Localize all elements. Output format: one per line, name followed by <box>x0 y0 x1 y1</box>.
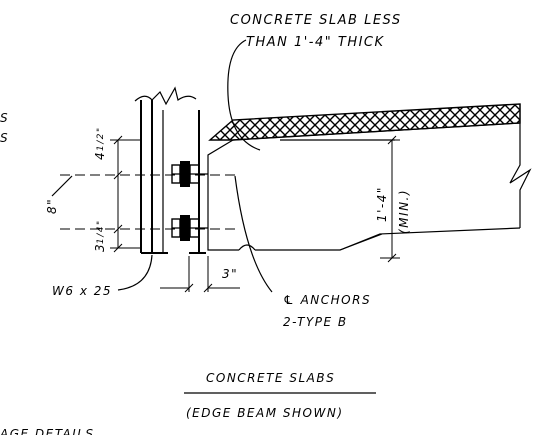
slab-outline <box>207 139 521 251</box>
anchors-label-line1: ℄ ANCHORS <box>283 293 371 307</box>
three-inch-dimension <box>160 256 240 293</box>
beam-label: W6 x 25 <box>52 284 112 298</box>
beam-leader <box>117 254 153 291</box>
partial-left-label-bottom: S <box>0 131 9 145</box>
partial-bottom-label: AGE DETAILS <box>0 427 95 435</box>
slab-note-line2: THAN 1'-4" THICK <box>246 35 385 50</box>
section-title: CONCRETE SLABS <box>206 371 335 385</box>
dim-four-half-frac: 1/2" <box>96 126 106 151</box>
anchors-label-line2: 2-TYPE B <box>283 315 348 329</box>
depth-dimension <box>380 135 400 263</box>
anchor-bolt-lower <box>171 215 208 241</box>
dim-one-four: 1'-4" <box>375 186 389 222</box>
section-subtitle: (EDGE BEAM SHOWN) <box>186 406 344 420</box>
slab-top-edge <box>232 122 521 141</box>
slab-break-line <box>509 104 532 228</box>
dim-three-quarter-whole: 3 <box>93 243 107 252</box>
dim-min: (MIN.) <box>397 189 411 234</box>
slab-note-line1: CONCRETE SLAB LESS <box>230 13 402 28</box>
edge-beam <box>134 86 206 254</box>
dim-three-quarter-frac: 1/4" <box>96 219 106 244</box>
slab-hatch-band <box>208 103 521 141</box>
slab-drip-notch <box>238 244 256 251</box>
dim-three-inch: 3" <box>222 267 238 281</box>
slab-note-leader <box>227 39 261 151</box>
partial-left-label-top: S <box>0 111 9 125</box>
dim-four-half-whole: 4 <box>93 151 107 160</box>
slab-haunch <box>339 233 383 251</box>
left-vertical-dims <box>110 135 140 253</box>
eight-inch-leader <box>51 175 73 197</box>
anchor-bolt-upper <box>171 161 208 187</box>
anchor-leader <box>234 175 273 293</box>
dim-eight-inch: 8" <box>45 198 59 214</box>
